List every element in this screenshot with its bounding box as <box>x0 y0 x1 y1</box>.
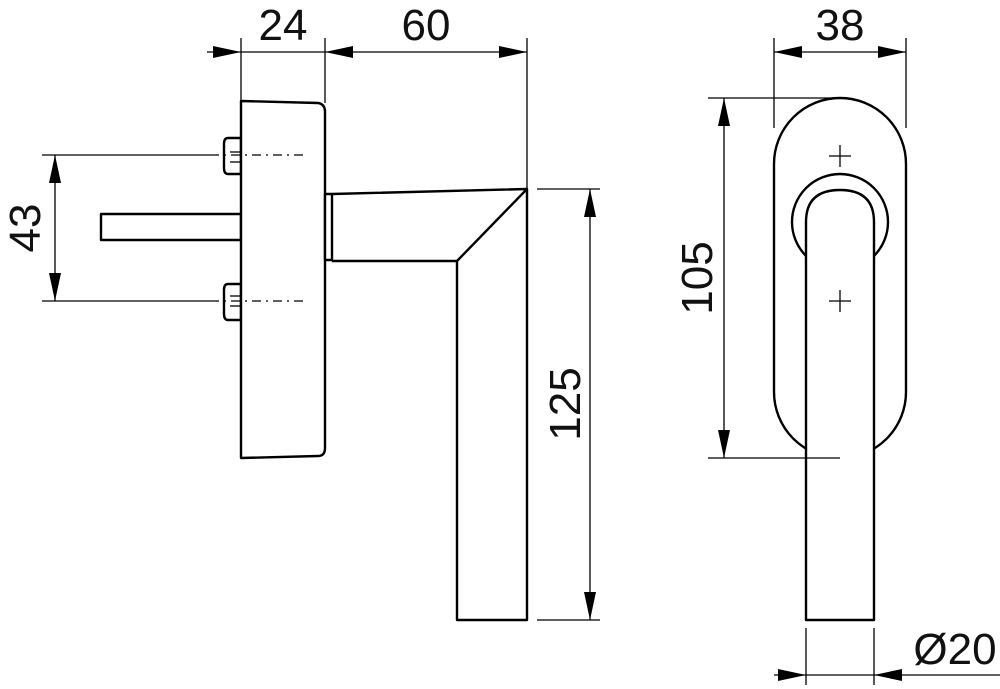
dimension-105: 105 <box>673 97 840 459</box>
square-spindle <box>99 212 243 242</box>
upper-screw-head <box>222 136 243 176</box>
dimension-38: 38 <box>773 1 907 128</box>
dim-label-60: 60 <box>402 1 451 50</box>
handle-collar <box>323 192 334 262</box>
dim-label-24: 24 <box>259 1 308 50</box>
rose-side-profile <box>239 99 327 460</box>
side-view <box>99 99 529 622</box>
dim-label-38: 38 <box>816 1 865 50</box>
dimension-diameter-20: Ø20 <box>774 625 1000 685</box>
dimension-43: 43 <box>1 154 210 302</box>
dimension-24: 24 <box>207 1 353 58</box>
dimension-125: 125 <box>537 188 600 621</box>
dimension-60: 60 <box>325 1 527 58</box>
front-view <box>772 96 908 622</box>
lower-screw-mark <box>829 290 851 312</box>
handle-grip-front <box>804 188 876 622</box>
lower-screw-head <box>222 282 243 322</box>
dim-label-43: 43 <box>1 204 50 253</box>
dim-label-105: 105 <box>673 241 722 314</box>
dim-label-125: 125 <box>541 367 590 440</box>
dim-label-diameter-20: Ø20 <box>913 625 996 674</box>
upper-screw-mark <box>829 145 851 167</box>
handle-lever-side <box>331 187 529 622</box>
